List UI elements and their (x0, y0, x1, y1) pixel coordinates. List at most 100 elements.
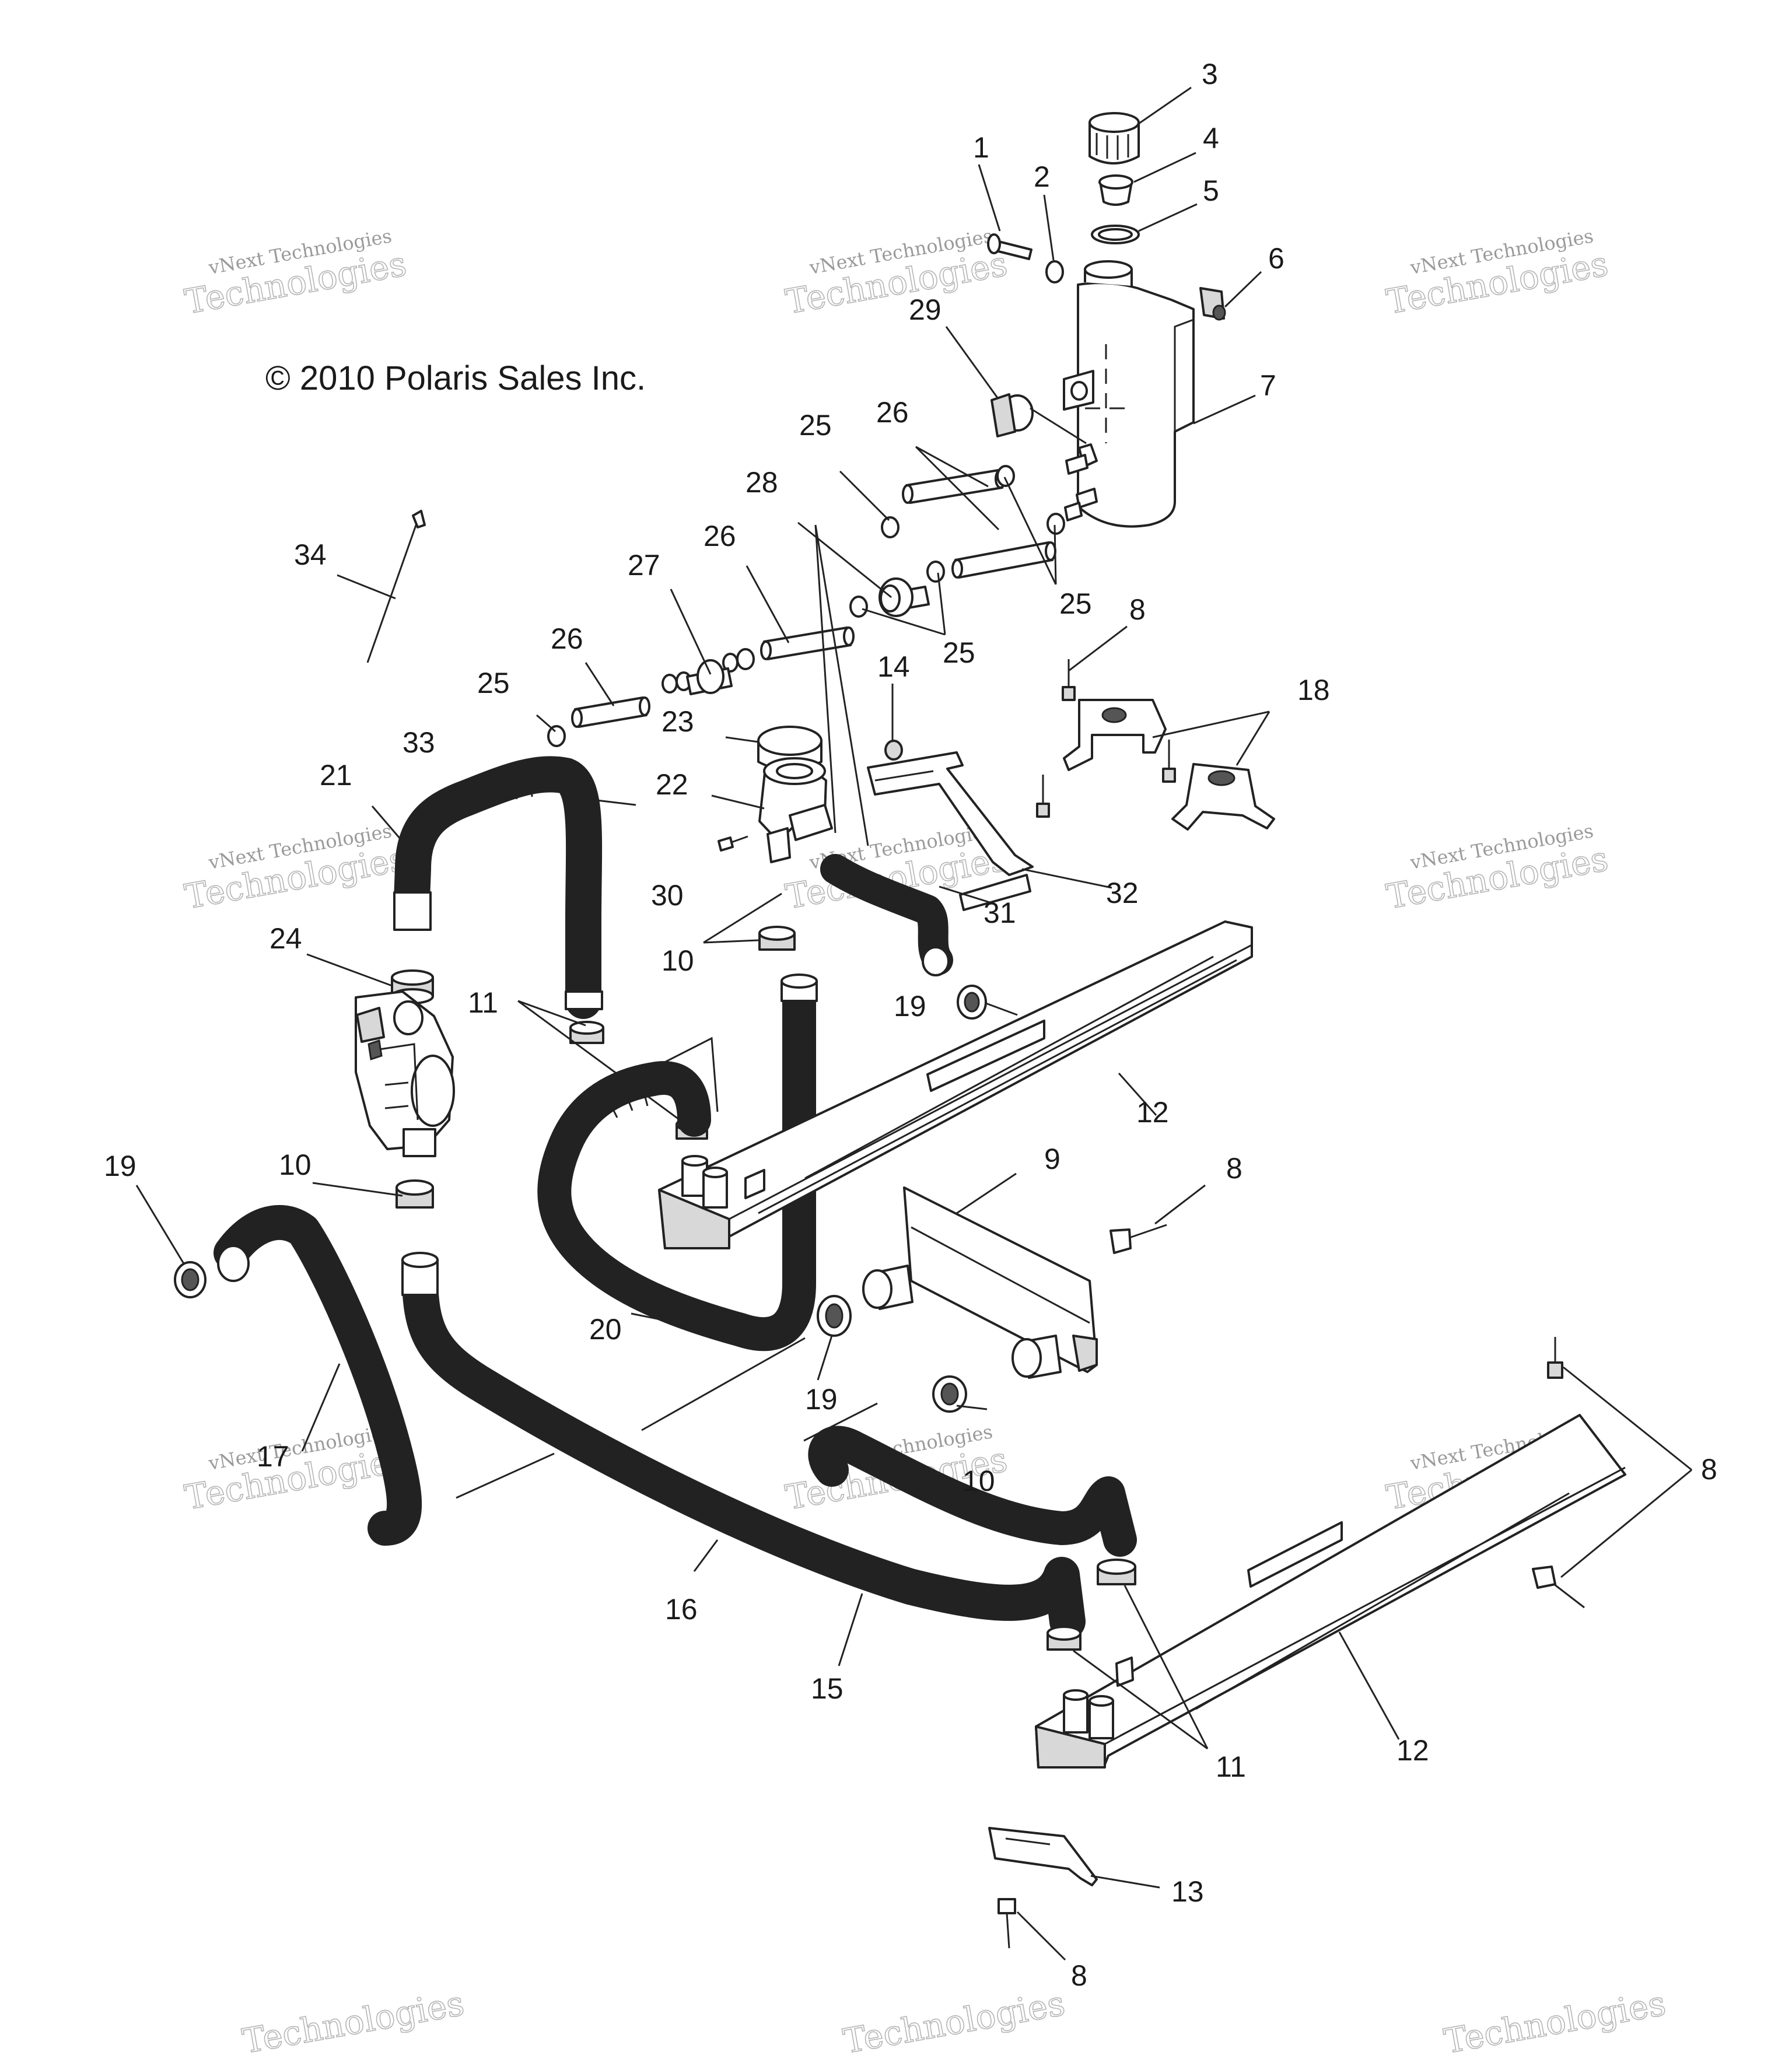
part-tube-lower-left (571, 696, 650, 728)
callout-21: 21 (320, 759, 352, 792)
part-heat-exchanger-lower (1035, 1414, 1626, 1769)
part-upper-hose (393, 756, 603, 1019)
callout-2: 2 (1034, 160, 1050, 193)
callout-25-mid: 25 (943, 636, 975, 669)
part-hose-clamp-11-upper (569, 1021, 604, 1044)
callout-18: 18 (1297, 674, 1330, 706)
callout-12-lower: 12 (1396, 1734, 1429, 1767)
callout-3: 3 (1202, 58, 1218, 90)
watermark: vNext Technologies Technologies (1383, 820, 1611, 917)
part-cable-tie (366, 510, 426, 663)
callout-10-pump: 10 (279, 1148, 312, 1181)
callout-8-right: 8 (1701, 1453, 1717, 1486)
callout-23: 23 (662, 705, 694, 738)
callout-16: 16 (665, 1593, 698, 1626)
part-check-valve-small (686, 659, 733, 695)
callout-24: 24 (270, 922, 302, 955)
part-mounting-bracket-right (1171, 763, 1275, 831)
part-support-bracket (867, 751, 1034, 911)
watermark: Technologies (1441, 1983, 1669, 2061)
callout-15: 15 (811, 1672, 844, 1705)
callout-12-upper: 12 (1136, 1096, 1169, 1129)
callout-11-lower: 11 (1216, 1750, 1246, 1783)
part-hose-clamp-19-left (174, 1261, 206, 1298)
parts (174, 112, 1626, 1949)
copyright-text: © 2010 Polaris Sales Inc. (265, 359, 646, 397)
watermark: Technologies (840, 1983, 1068, 2061)
part-return-hose (808, 1426, 1137, 1557)
callout-22: 22 (656, 768, 688, 801)
callout-30: 30 (651, 879, 684, 912)
watermark-line2: Technologies (841, 1983, 1068, 2061)
callout-27: 27 (628, 549, 660, 582)
callout-8-bottom: 8 (1071, 1959, 1087, 1992)
part-heat-exchanger-upper (658, 920, 1253, 1249)
part-push-pin (1110, 1224, 1167, 1254)
watermark: Technologies (239, 1983, 467, 2061)
watermark-line2: Technologies (240, 1983, 467, 2061)
part-hose-clamp-19-center (817, 1295, 852, 1337)
part-screw (718, 835, 748, 852)
leader-lines (135, 86, 1692, 1961)
part-hose-clamp-small (991, 393, 1034, 437)
callout-1: 1 (973, 131, 989, 164)
part-nut (884, 740, 903, 761)
callout-5: 5 (1203, 174, 1219, 207)
part-tube-upper (902, 469, 1006, 504)
callout-31: 31 (984, 897, 1016, 929)
callout-11-upper: 11 (468, 986, 498, 1019)
callout-25-right: 25 (1059, 587, 1092, 620)
part-push-pin-lower (1532, 1337, 1585, 1609)
part-coolant-reservoir (1063, 260, 1195, 528)
callout-13: 13 (1171, 1875, 1204, 1908)
callout-32: 32 (1106, 877, 1139, 909)
part-tube-lower-right (760, 626, 855, 660)
callout-25-top: 25 (799, 409, 832, 442)
part-washer (1045, 260, 1064, 283)
callout-28: 28 (746, 466, 778, 499)
watermark: vNext Technologies Technologies (181, 225, 410, 322)
part-hose-clamp-19-top (957, 985, 987, 1020)
callout-33: 33 (402, 726, 435, 759)
part-cap (1088, 112, 1140, 164)
part-water-pump (355, 990, 455, 1157)
part-radiator-hose-20 (537, 974, 818, 1351)
part-check-valve (878, 577, 930, 617)
part-o-ring (1091, 225, 1140, 244)
watermark: vNext Technologies Technologies (782, 225, 1010, 322)
part-heat-exchanger-center (862, 1186, 1098, 1379)
part-hose-clamp-10-lower (932, 1375, 967, 1413)
callout-labels: 1 2 3 4 5 6 7 8 8 8 8 9 10 10 10 11 11 1… (104, 58, 1717, 1992)
callout-19-top: 19 (894, 990, 926, 1023)
part-bolt (987, 233, 1032, 260)
callout-10-lower: 10 (963, 1465, 995, 1497)
part-hose-clamp-10-top (758, 926, 796, 951)
callout-20: 20 (589, 1313, 622, 1346)
callout-8-mid: 8 (1226, 1152, 1242, 1185)
callout-17: 17 (257, 1440, 289, 1473)
callout-25-left: 25 (477, 667, 510, 699)
watermark-line2: Technologies (1441, 1983, 1669, 2061)
part-cap-insert (1098, 174, 1133, 206)
part-bypass-hose (214, 1204, 422, 1546)
callout-19-left: 19 (104, 1150, 136, 1182)
part-mounting-bracket-left (1063, 699, 1167, 771)
callout-26-mid: 26 (704, 520, 736, 552)
callout-7: 7 (1260, 369, 1276, 402)
callout-29: 29 (909, 293, 942, 326)
callout-8-top: 8 (1129, 593, 1146, 626)
callout-26-left: 26 (551, 622, 583, 655)
part-mounting-plate (988, 1827, 1098, 1886)
part-filler-neck (758, 757, 833, 863)
callout-9: 9 (1044, 1143, 1060, 1175)
part-hose-clamp-11-lower-right (1097, 1559, 1136, 1585)
part-push-pin-bottom (998, 1898, 1016, 1949)
part-clip (1199, 287, 1226, 321)
part-short-hose (820, 854, 953, 976)
part-bolt-set (1036, 659, 1176, 818)
part-tube-middle (951, 541, 1056, 579)
callout-10-top: 10 (662, 944, 694, 977)
part-long-hose (401, 1252, 1086, 1640)
callout-26-top: 26 (876, 396, 909, 429)
